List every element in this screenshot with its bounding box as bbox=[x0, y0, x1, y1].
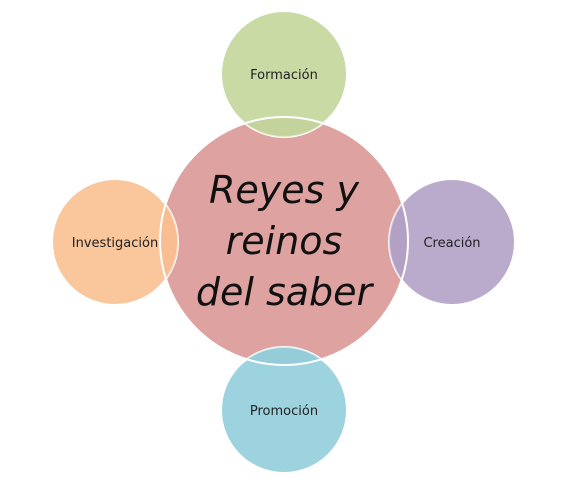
center-title-line-2: reinos bbox=[226, 219, 343, 263]
center-circle-outline bbox=[159, 116, 409, 366]
node-label-investigacion: Investigación bbox=[72, 236, 158, 251]
node-label-formacion: Formación bbox=[250, 68, 318, 83]
center-title-line-1: Reyes y bbox=[209, 168, 360, 212]
node-label-creacion: Creación bbox=[423, 236, 480, 251]
node-label-promocion: Promoción bbox=[250, 404, 318, 419]
center-title-line-3: del saber bbox=[196, 270, 375, 314]
